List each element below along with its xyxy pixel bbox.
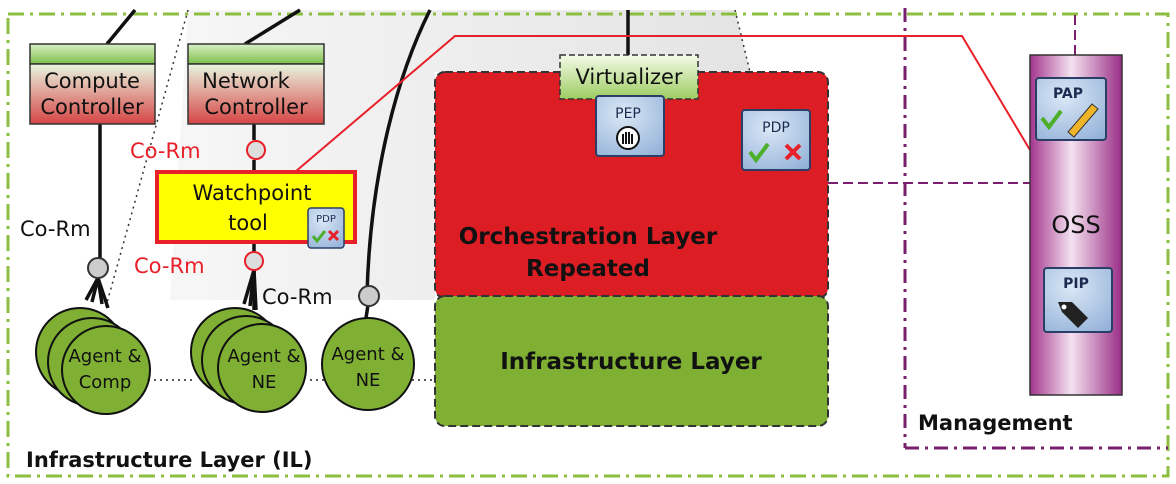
pdp-small-label: PDP bbox=[316, 214, 336, 225]
pdp-label: PDP bbox=[762, 120, 790, 136]
infrastructure-layer: Infrastructure Layer bbox=[434, 295, 829, 427]
compute-controller-label-2: Controller bbox=[40, 95, 144, 119]
pep-label: PEP bbox=[615, 106, 641, 122]
agent-ne-stack: Agent & NE bbox=[190, 307, 307, 413]
infrastructure-layer-il-label: Infrastructure Layer (IL) bbox=[26, 448, 313, 472]
oss-label: OSS bbox=[1051, 211, 1100, 239]
management-connectors bbox=[828, 10, 1076, 184]
watchpoint-tool-label-2: tool bbox=[228, 211, 268, 235]
orchestration-label-2: Repeated bbox=[526, 256, 650, 282]
agent-ne-single-label-1: Agent & bbox=[331, 344, 404, 365]
co-rm-label: Co-Rm bbox=[130, 139, 201, 163]
co-rm-node bbox=[244, 251, 264, 271]
watchpoint-pdp-icon: PDP bbox=[307, 207, 345, 249]
co-rm-label: Co-Rm bbox=[20, 217, 91, 241]
virtualizer-label: Virtualizer bbox=[575, 65, 682, 89]
compute-controller-label-1: Compute bbox=[44, 69, 140, 93]
orchestration-layer: Orchestration Layer Repeated bbox=[434, 71, 829, 299]
pip-icon: PIP bbox=[1043, 267, 1113, 333]
co-rm-node bbox=[358, 285, 380, 307]
compute-controller: Compute Controller bbox=[29, 43, 156, 125]
agent-comp-stack: Agent & Comp bbox=[35, 307, 151, 415]
agent-ne-label-2: NE bbox=[252, 372, 277, 393]
pap-icon: PAP bbox=[1035, 77, 1107, 141]
network-controller-label-2: Controller bbox=[204, 95, 308, 119]
agent-comp-label-1: Agent & bbox=[68, 346, 141, 367]
agent-ne-single-label-2: NE bbox=[356, 370, 381, 391]
pdp-icon: PDP bbox=[741, 109, 811, 171]
watchpoint-tool-label-1: Watchpoint bbox=[193, 181, 312, 205]
agent-links bbox=[84, 269, 370, 319]
network-controller: Network Controller bbox=[187, 43, 325, 125]
management-label: Management bbox=[918, 411, 1073, 435]
virtualizer: Virtualizer bbox=[559, 54, 699, 100]
pip-label: PIP bbox=[1063, 276, 1089, 292]
agent-comp-label-2: Comp bbox=[79, 372, 132, 393]
pep-icon: PEP bbox=[595, 95, 665, 157]
agent-ne-label-1: Agent & bbox=[227, 346, 300, 367]
co-rm-label: Co-Rm bbox=[134, 254, 205, 278]
infrastructure-layer-il-border bbox=[6, 12, 1170, 478]
infrastructure-layer-label: Infrastructure Layer bbox=[500, 349, 762, 375]
co-rm-node bbox=[246, 140, 266, 160]
co-rm-connectors: Co-Rm Co-Rm Co-Rm Co-Rm bbox=[20, 139, 380, 309]
co-rm-label: Co-Rm bbox=[262, 285, 333, 309]
pap-label: PAP bbox=[1053, 86, 1083, 102]
co-rm-node bbox=[87, 257, 109, 279]
agent-ne-single: Agent & NE bbox=[321, 317, 415, 411]
watchpoint-to-pap-line bbox=[294, 35, 1031, 173]
orchestration-label-1: Orchestration Layer bbox=[459, 224, 718, 250]
network-controller-label-1: Network bbox=[202, 69, 291, 93]
watchpoint-tool: Watchpoint tool PDP bbox=[155, 170, 357, 249]
